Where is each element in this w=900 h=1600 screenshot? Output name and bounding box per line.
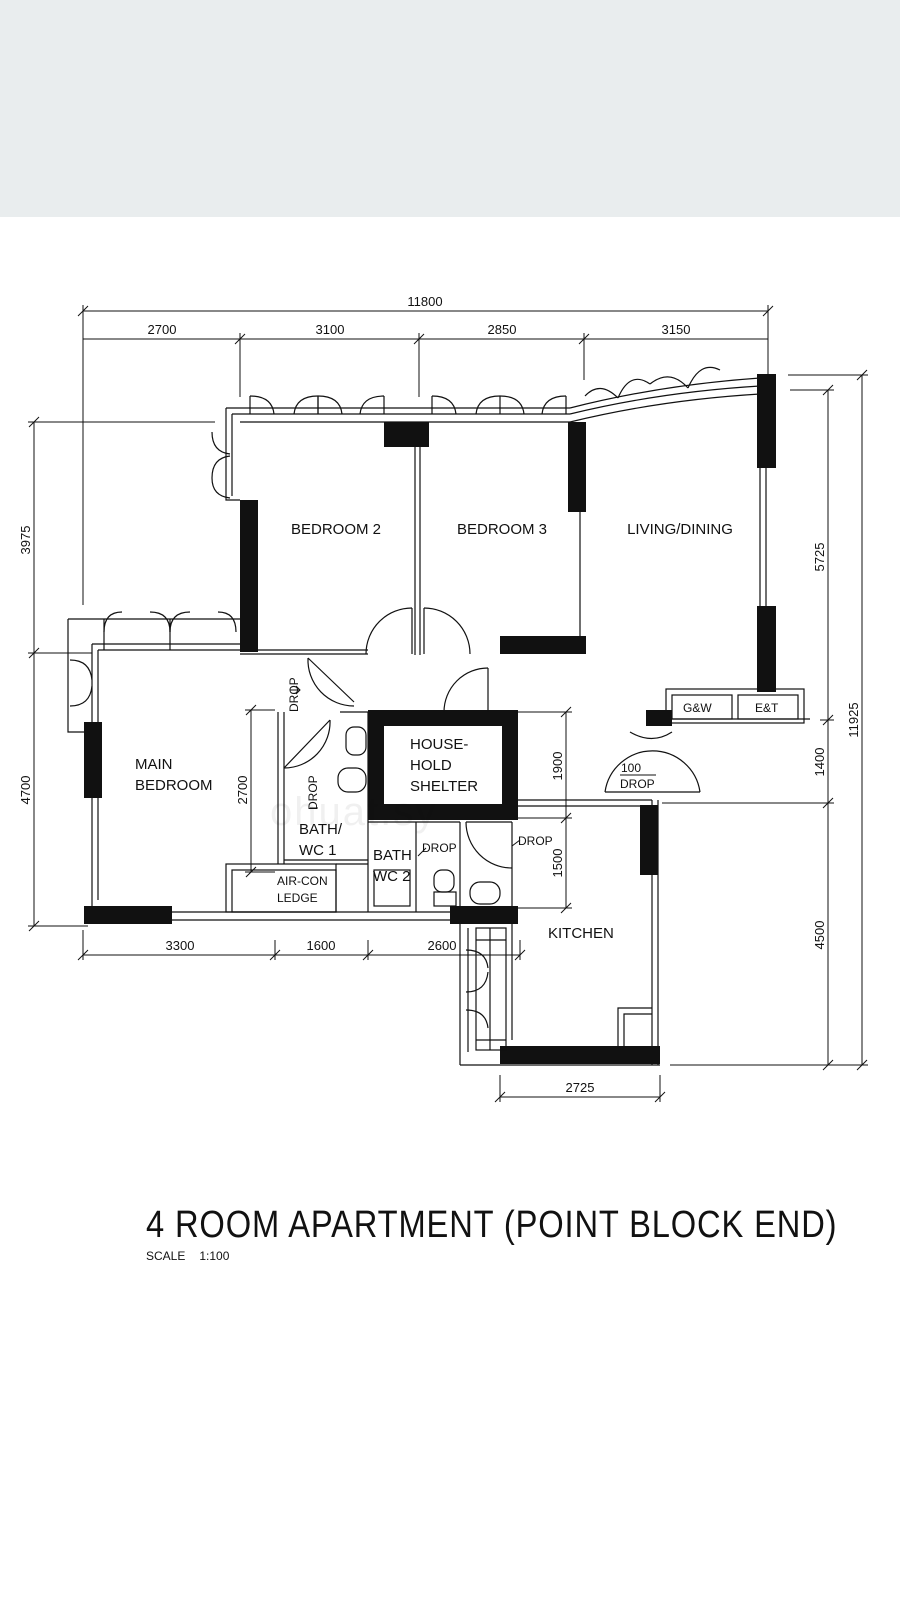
dim-shelter-1: 1900 — [550, 752, 565, 781]
dim-shelter-2: 1500 — [550, 849, 565, 878]
label-main-bedroom-line1: MAIN — [135, 756, 173, 773]
dim-wc-stack: 2700 — [235, 776, 250, 805]
dim-bottom-1: 3300 — [166, 938, 195, 953]
label-gw: G&W — [683, 701, 712, 715]
title-block: 4 ROOM APARTMENT (POINT BLOCK END) SCALE… — [146, 1204, 900, 1263]
plan-title: 4 ROOM APARTMENT (POINT BLOCK END) — [146, 1204, 838, 1246]
dim-right-overall: 11925 — [846, 702, 861, 737]
dim-left-2: 4700 — [18, 776, 33, 805]
scale-label: SCALE — [146, 1249, 186, 1263]
dimension-labels: 11800 2700 3100 2850 3150 3300 1600 2600… — [18, 294, 861, 1095]
structural-columns — [84, 374, 776, 1064]
top-band — [0, 0, 900, 217]
label-bath-wc2-line1: BATH — [373, 847, 412, 864]
dim-top-4: 3150 — [662, 322, 691, 337]
dim-top-1: 2700 — [148, 322, 177, 337]
label-bath-wc1-line1: BATH/ — [299, 821, 343, 838]
label-bedroom-2: BEDROOM 2 — [291, 521, 381, 538]
label-drop-1: DROP — [287, 677, 301, 712]
dim-top-3: 2850 — [488, 322, 517, 337]
label-aircon-line1: AIR-CON — [277, 874, 328, 888]
doors — [283, 607, 701, 869]
label-drop-3: DROP — [422, 841, 457, 855]
fixtures — [337, 726, 501, 907]
dim-overall-width: 11800 — [407, 294, 442, 309]
room-labels: BEDROOM 2 BEDROOM 3 LIVING/DINING MAIN B… — [135, 521, 779, 942]
dim-bottom-2: 1600 — [307, 938, 336, 953]
label-living-dining: LIVING/DINING — [627, 521, 733, 538]
label-drop-2: DROP — [306, 775, 320, 810]
dim-right-2: 1400 — [812, 748, 827, 777]
dim-right-1: 5725 — [812, 543, 827, 572]
label-main-bedroom-line2: BEDROOM — [135, 777, 213, 794]
label-shelter-line1: HOUSE- — [410, 736, 468, 753]
dim-bottom-3: 2600 — [428, 938, 457, 953]
label-et: E&T — [755, 701, 779, 715]
label-shelter-line2: HOLD — [410, 757, 452, 774]
windows — [69, 366, 721, 1051]
drop-arrows — [290, 685, 521, 857]
label-aircon-line2: LEDGE — [277, 891, 318, 905]
dim-top-2: 3100 — [316, 322, 345, 337]
label-bedroom-3: BEDROOM 3 — [457, 521, 547, 538]
label-drop-4: DROP — [518, 834, 553, 848]
scale-value: 1:100 — [199, 1249, 230, 1263]
dim-right-3: 4500 — [812, 921, 827, 950]
scale-note: SCALE 1:100 — [146, 1249, 900, 1263]
label-drop-100: 100 — [621, 761, 641, 775]
dim-left-1: 3975 — [18, 526, 33, 555]
dimension-lines — [28, 305, 868, 1103]
label-bath-wc2-line2: WC 2 — [373, 868, 411, 885]
label-kitchen: KITCHEN — [548, 925, 614, 942]
label-shelter-line3: SHELTER — [410, 778, 478, 795]
label-drop-5: DROP — [620, 777, 655, 791]
dim-kitchen-width: 2725 — [566, 1080, 595, 1095]
watermark: ohuat.sy — [270, 790, 438, 834]
label-bath-wc1-line2: WC 1 — [299, 842, 337, 859]
